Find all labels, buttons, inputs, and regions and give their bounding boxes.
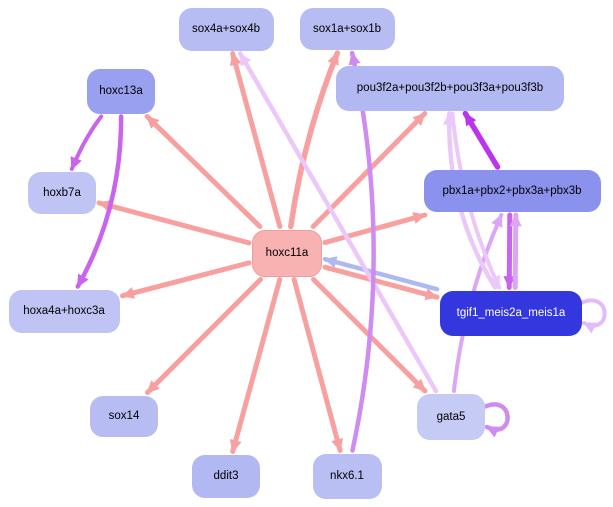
node-label: hoxa4a+hoxc3a [23, 305, 105, 317]
edge-hoxc11a-to-hoxb7a [96, 199, 252, 246]
edge-tgif-to-tgif [579, 298, 607, 334]
edge-hoxc11a-to-hoxc13a [144, 114, 263, 229]
edge-gata5-to-sox4a_sox4b [237, 51, 439, 394]
edge-hoxc13a-to-hoxb7a [69, 114, 104, 171]
node-nkx6_1[interactable]: nkx6.1 [312, 453, 382, 499]
node-label: pou3f2a+pou3f2b+pou3f3a+pou3f3b [356, 82, 544, 94]
node-pou3f[interactable]: pou3f2a+pou3f2b+pou3f3a+pou3f3b [336, 65, 564, 111]
node-hoxc13a[interactable]: hoxc13a [87, 68, 155, 114]
node-label: ddit3 [213, 470, 239, 482]
node-label: gata5 [436, 411, 466, 423]
node-label: hoxb7a [43, 187, 81, 199]
node-label: hoxc11a [265, 247, 309, 259]
edge-hoxc13a-to-hoxa4a_hoxc3a [75, 114, 124, 289]
node-sox14[interactable]: sox14 [90, 395, 158, 437]
edge-hoxc11a-to-sox1a_sox1b [288, 50, 341, 230]
node-ddit3[interactable]: ddit3 [192, 454, 260, 498]
node-label: sox14 [108, 410, 140, 422]
edge-hoxc11a-to-tgif [322, 264, 440, 301]
node-label: pbx1a+pbx2+pbx3a+pbx3b [442, 185, 582, 197]
edge-pbx-to-tgif [503, 212, 516, 290]
edge-hoxc11a-to-sox14 [145, 277, 263, 395]
node-gata5[interactable]: gata5 [417, 394, 485, 440]
edge-pbx-to-pou3f [462, 110, 501, 170]
node-label: sox1a+sox1b [312, 23, 382, 35]
node-label: sox4a+sox4b [191, 23, 261, 35]
node-sox4a_sox4b[interactable]: sox4a+sox4b [178, 7, 274, 51]
edge-hoxc11a-to-ddit3 [229, 277, 283, 454]
node-hoxa4a_hoxc3a[interactable]: hoxa4a+hoxc3a [8, 289, 120, 333]
edge-hoxc11a-to-sox4a_sox4b [229, 51, 283, 229]
edge-tgif-to-pbx [509, 212, 522, 290]
edge-gata5-to-gata5 [481, 402, 510, 438]
node-sox1a_sox1b[interactable]: sox1a+sox1b [299, 8, 395, 50]
node-tgif[interactable]: tgif1_meis2a_meis1a [440, 290, 582, 336]
node-hoxc11a[interactable]: hoxc11a [252, 229, 322, 277]
edge-hoxc11a-to-nkx6_1 [291, 277, 343, 453]
edge-tgif-to-hoxc11a [322, 256, 440, 292]
edge-hoxc11a-to-hoxa4a_hoxc3a [120, 260, 252, 299]
node-pbx[interactable]: pbx1a+pbx2+pbx3a+pbx3b [423, 170, 601, 212]
node-label: tgif1_meis2a_meis1a [456, 307, 566, 319]
node-label: nkx6.1 [330, 470, 364, 482]
node-label: hoxc13a [99, 85, 143, 97]
node-hoxb7a[interactable]: hoxb7a [28, 172, 96, 214]
